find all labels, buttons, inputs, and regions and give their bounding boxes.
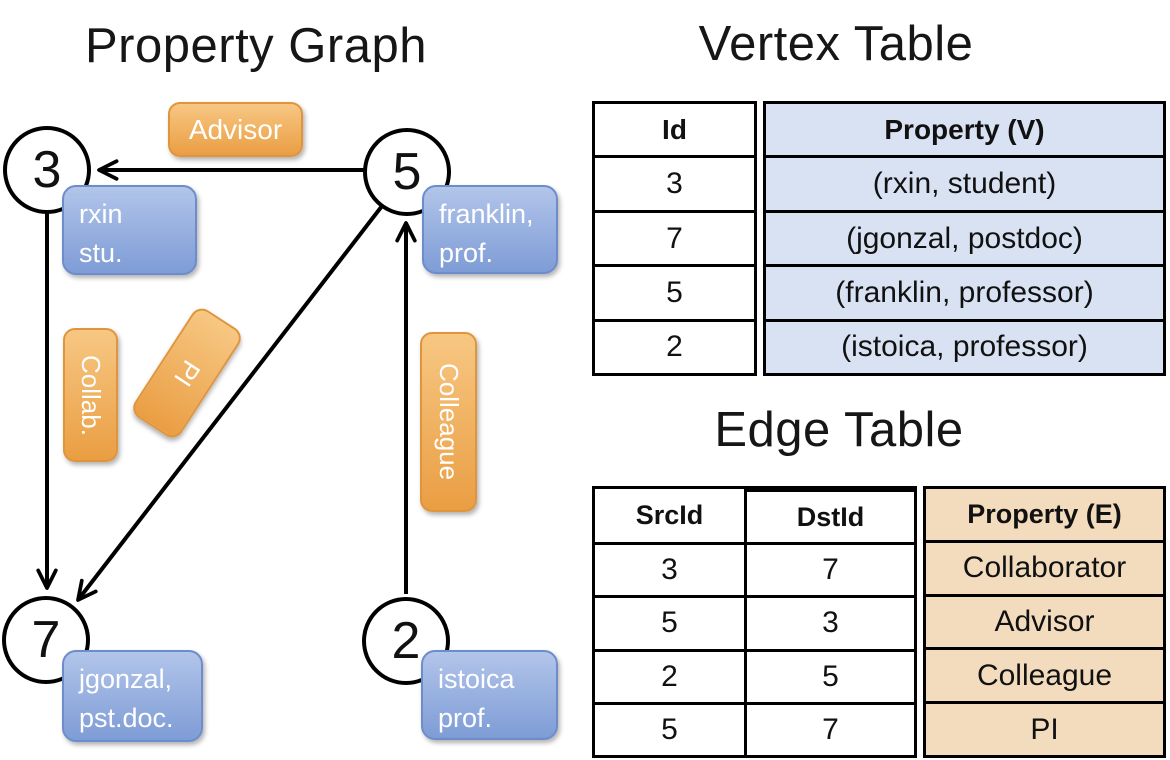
vertex-prop-line: prof.: [438, 703, 493, 734]
node-id: 7: [31, 611, 61, 669]
vertex-prop-line: franklin,: [439, 199, 534, 229]
vertex-table: Id 3 7 5 2 Property (V) (rxin, student) …: [592, 101, 1166, 376]
edge-property-cell: Colleague: [926, 647, 1163, 702]
vertex-property-box-rxin: rxin stu.: [62, 185, 197, 275]
node-id: 2: [391, 612, 421, 670]
vertex-id-cell: 2: [595, 318, 754, 373]
edge-dstid-cell: 7: [744, 701, 914, 755]
edge-table-title: Edge Table: [714, 403, 964, 457]
vertex-property-cell: (rxin, student): [766, 155, 1163, 210]
vertex-prop-line: jgonzal,: [79, 664, 173, 694]
edge-dstid-cell: 3: [744, 595, 914, 649]
vertex-property-box-istoica: istoica prof.: [421, 650, 558, 740]
node-id: 3: [32, 141, 62, 199]
column-header-id: Id: [662, 113, 687, 145]
vertex-table-id-column: Id 3 7 5 2: [592, 101, 757, 376]
vertex-prop-line: rxin: [79, 199, 123, 229]
vertex-property-box-jgonzal: jgonzal, pst.doc.: [62, 650, 203, 742]
vertex-id-cell: 3: [595, 155, 754, 209]
vertex-prop-line: istoica: [438, 664, 515, 694]
edge-table: SrcId 3 5 2 5 DstId 7 3 5 7 Property (E)…: [592, 486, 1166, 758]
edge-dstid-cell: 7: [744, 542, 914, 596]
vertex-id-cell: 5: [595, 264, 754, 318]
edge-line-pi-5-to-7: [76, 204, 384, 602]
edge-property-cell: PI: [926, 701, 1163, 755]
edge-label-colleague: Colleague: [420, 332, 477, 512]
column-header-dstid: DstId: [744, 489, 914, 543]
vertex-prop-line: prof.: [439, 238, 494, 269]
vertex-prop-line: pst.doc.: [79, 703, 174, 734]
vertex-property-cell: (istoica, professor): [766, 318, 1163, 374]
edge-property-cell: Advisor: [926, 593, 1163, 648]
edge-label-collab: Collab.: [63, 328, 118, 462]
edge-srcid-cell: 3: [595, 542, 744, 595]
graph-node-2: 2: [362, 597, 450, 685]
edge-table-src-dst-columns: SrcId 3 5 2 5 DstId 7 3 5 7: [592, 486, 917, 758]
vertex-table-property-column: Property (V) (rxin, student) (jgonzal, p…: [763, 101, 1166, 376]
vertex-property-cell: (jgonzal, postdoc): [766, 209, 1163, 265]
edge-property-cell: Collaborator: [926, 539, 1163, 594]
edge-srcid-cell: 5: [595, 595, 744, 648]
graph-node-5: 5: [363, 128, 451, 216]
edge-table-property-column: Property (E) Collaborator Advisor Collea…: [923, 486, 1166, 758]
edge-srcid-cell: 2: [595, 648, 744, 702]
edge-srcid-cell: 5: [595, 701, 744, 755]
vertex-table-title: Vertex Table: [698, 17, 974, 71]
edge-label-advisor: Advisor: [168, 102, 303, 157]
vertex-property-cell: (franklin, professor): [766, 264, 1163, 319]
vertex-prop-line: stu.: [79, 238, 123, 269]
column-header-srcid: SrcId: [635, 500, 704, 531]
column-header-property-e: Property (E): [926, 489, 1163, 540]
edge-dstid-cell: 5: [744, 648, 914, 702]
vertex-property-box-franklin: franklin, prof.: [422, 185, 558, 274]
column-header-property-v: Property (V): [766, 104, 1163, 156]
vertex-id-cell: 7: [595, 209, 754, 264]
graph-edges: [36, 159, 417, 602]
node-id: 5: [392, 143, 422, 201]
property-graph-title: Property Graph: [85, 19, 427, 73]
